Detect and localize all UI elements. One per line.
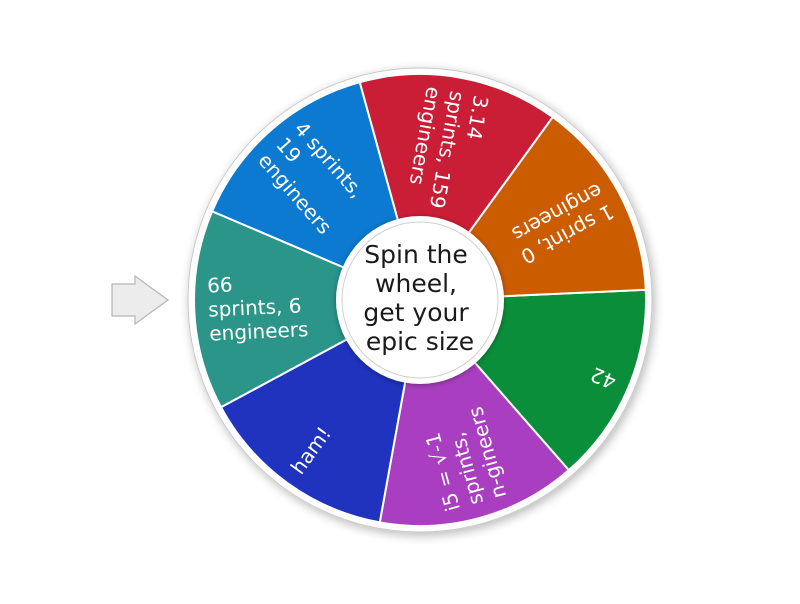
hub-line: Spin the [364,240,468,269]
segment-label-line: engineers [209,317,309,345]
pointer-arrow-icon [111,274,170,326]
hub-inner-ring [341,221,499,379]
wheel-segment[interactable] [193,209,423,409]
hub-line: wheel, [375,269,457,298]
hub-line: get your [363,298,469,327]
wheel-hub[interactable]: Spin the wheel, get your epic size [336,216,504,384]
hub-prompt: Spin the wheel, get your epic size [363,240,476,356]
hub-line: epic size [366,327,474,356]
segment-label-group: 66sprints, 6engineers [207,269,309,345]
segment-label-line: 66 [207,272,234,297]
segment-label: 66sprints, 6engineers [207,269,309,345]
segment-label-line: sprints, 6 [208,293,302,321]
